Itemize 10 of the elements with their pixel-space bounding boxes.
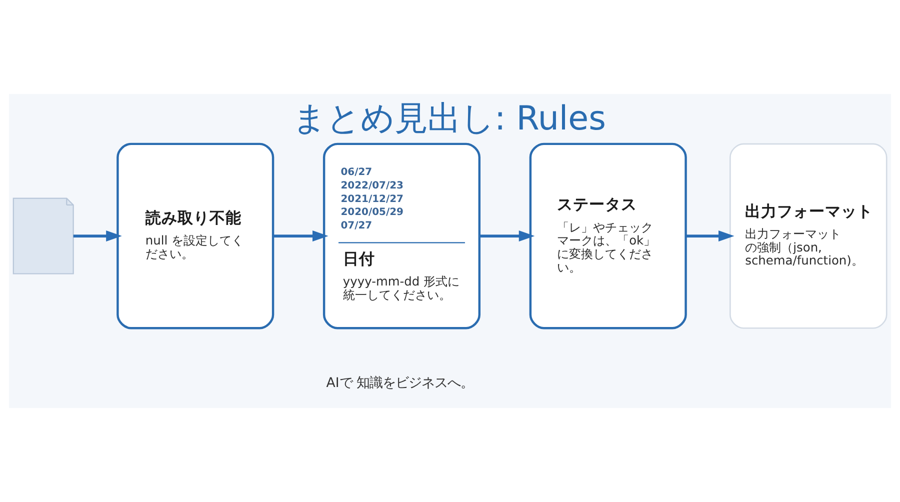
- diagram-title: まとめ見出し: Rules: [292, 98, 606, 138]
- label: AIで 知識をビジネスへ。: [326, 376, 474, 392]
- node-box: ステータス 「レ」やチェックマークは、「ok」に変換してください。: [529, 142, 687, 330]
- arrow: [273, 230, 328, 242]
- node-box: 出力フォーマット 出力フォーマットの強制（json, schema/function)。: [730, 143, 888, 329]
- arrow: [73, 230, 122, 242]
- node-box: 06/27 2022/07/23 2021/12/27 2020/05/29 07/27 日付 yyyy-mm-dd 形式に統一してください。: [322, 142, 481, 330]
- arrow: [479, 230, 535, 242]
- arrow: [686, 230, 734, 242]
- node-box: 読み取り不能 null を設定してください。: [116, 142, 274, 330]
